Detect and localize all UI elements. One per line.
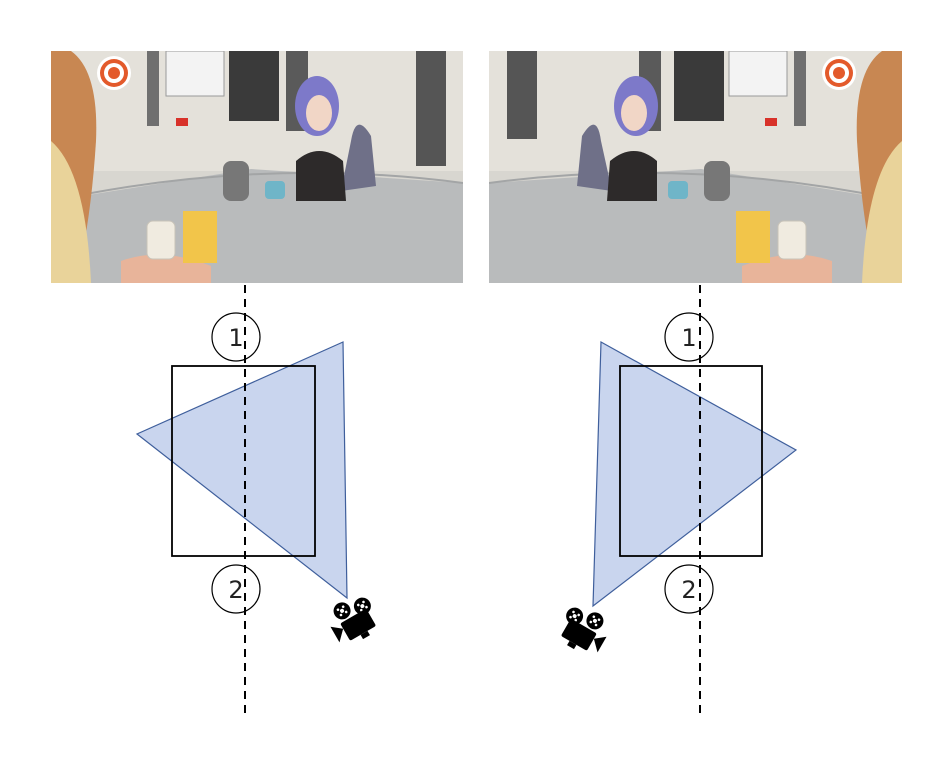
- right-position-2-marker: [664, 564, 714, 614]
- left-position-2-marker: [211, 564, 261, 614]
- left-panel: 1 2: [135, 285, 385, 715]
- left-position-1-marker: [211, 312, 261, 362]
- right-scene: [489, 51, 902, 283]
- right-position-1-marker: [664, 312, 714, 362]
- right-movie-camera-icon: [552, 599, 615, 661]
- right-position-1-label: 1: [681, 324, 696, 352]
- right-position-2-label: 2: [681, 576, 696, 604]
- right-table-outline: [619, 365, 763, 557]
- left-video-still: [51, 51, 463, 283]
- left-table-outline: [171, 365, 316, 557]
- left-movie-camera-icon: [322, 589, 385, 651]
- right-panel: 1 2: [552, 285, 798, 715]
- left-scene: [51, 51, 463, 283]
- left-field-of-view: [135, 341, 348, 600]
- left-position-2-label: 2: [228, 576, 243, 604]
- left-position-1-label: 1: [228, 324, 243, 352]
- right-field-of-view: [592, 340, 798, 608]
- right-video-still: [489, 51, 902, 283]
